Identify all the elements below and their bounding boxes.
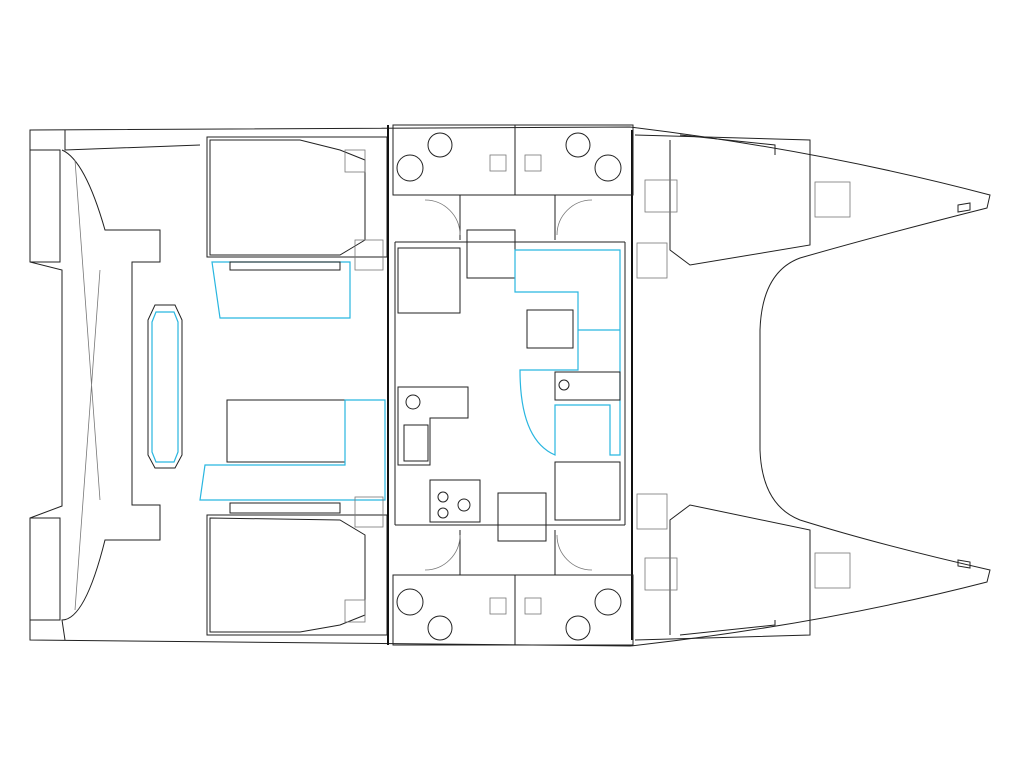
- cockpit-table-inner: [151, 311, 179, 463]
- sink-small: [558, 379, 570, 391]
- saloon-cabinet: [554, 461, 621, 521]
- galley-sink: [403, 424, 429, 462]
- stove-burners: [437, 491, 471, 519]
- stern-step-bottom: [30, 517, 61, 621]
- saloon-wall: [394, 241, 626, 526]
- aft-starboard-cabin: [206, 496, 388, 636]
- bow-fitting-top: [957, 202, 971, 213]
- hull-inner-top: [61, 130, 201, 641]
- transom-lines: [74, 159, 101, 611]
- bow-fitting-bottom: [957, 559, 971, 569]
- forward-port-cabin: [634, 134, 851, 279]
- saloon-settee: [514, 249, 621, 456]
- fridge-unit: [554, 371, 621, 401]
- galley-bin: [405, 394, 421, 410]
- companionway-steps-top: [466, 229, 516, 279]
- galley-stove: [429, 479, 481, 523]
- cockpit-seat: [226, 399, 346, 463]
- stern-step-top: [30, 149, 61, 263]
- cockpit-table: [147, 304, 183, 469]
- forward-starboard-cabin: [634, 493, 851, 641]
- companionway-steps-bottom: [497, 492, 547, 542]
- aft-port-cabin: [206, 136, 388, 319]
- galley-counter: [397, 386, 469, 466]
- hull-outline: [29, 126, 991, 647]
- saloon-table: [526, 309, 574, 349]
- heads-bottom: [392, 530, 634, 646]
- nav-station: [397, 247, 461, 314]
- heads-top: [392, 124, 634, 240]
- cockpit-bench: [199, 399, 386, 501]
